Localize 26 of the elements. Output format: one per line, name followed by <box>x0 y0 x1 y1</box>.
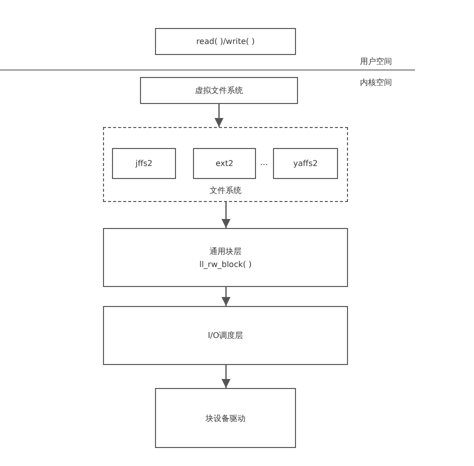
process-box <box>155 28 296 55</box>
process-box <box>112 148 176 179</box>
arrow <box>221 202 231 228</box>
arrow <box>221 287 231 306</box>
process-box <box>193 148 256 179</box>
node-label: 虚拟文件系统 <box>195 85 243 97</box>
process-box <box>103 306 348 365</box>
node-sublabel: ll_rw_block( ) <box>199 258 252 270</box>
node-label: jffs2 <box>136 158 152 170</box>
node-label: ext2 <box>216 158 234 170</box>
node-label: read( )/write( ) <box>196 36 255 48</box>
process-box <box>140 77 298 104</box>
group-box <box>103 127 348 202</box>
node-label: 通用块层 <box>210 246 242 258</box>
node-label: yaffs2 <box>293 158 318 170</box>
node-label: 块设备驱动 <box>206 412 246 424</box>
ellipsis-label: … <box>260 158 268 167</box>
process-box <box>103 228 348 287</box>
arrow <box>214 104 224 127</box>
region-label: 内核空间 <box>360 77 392 88</box>
process-box <box>273 148 338 179</box>
process-box <box>155 388 296 448</box>
arrow <box>221 365 231 388</box>
node-label: I/O调度层 <box>208 330 244 342</box>
region-label: 用户空间 <box>360 56 392 67</box>
node-label: 文件系统 <box>210 185 242 197</box>
